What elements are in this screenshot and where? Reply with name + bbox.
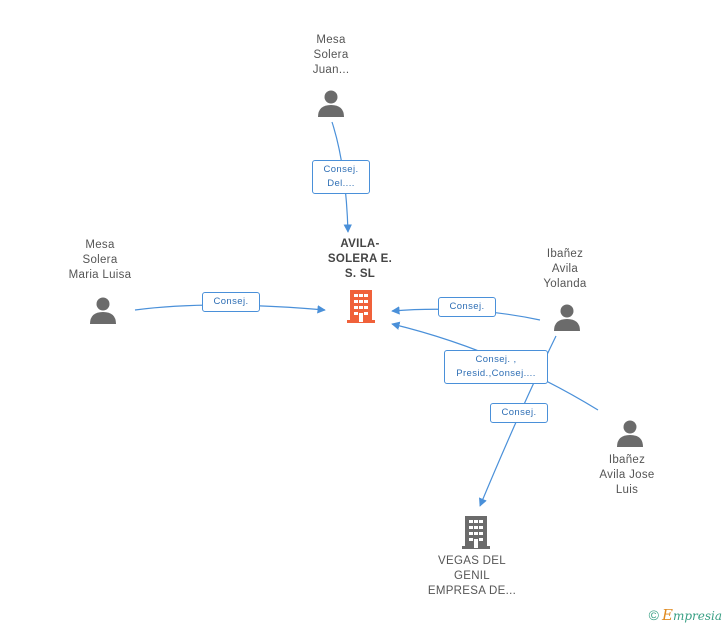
edge-label-maria-to-main[interactable]: Consej. [202, 292, 260, 312]
person-icon[interactable] [615, 418, 645, 448]
node-main-company[interactable]: AVILA- SOLERA E. S. SL [327, 238, 393, 280]
brand-logo: Empresia [661, 606, 722, 624]
edge-label-juan-to-main[interactable]: Consej. Del.... [312, 160, 370, 194]
node-mesa-solera-juan[interactable]: Mesa Solera Juan... [312, 34, 350, 76]
edge-label-jose-to-main[interactable]: Consej. , Presid.,Consej.... [444, 350, 548, 384]
edge-label-yolanda-to-main[interactable]: Consej. [438, 297, 496, 317]
person-icon[interactable] [552, 302, 582, 332]
node-ibanez-avila-yolanda[interactable]: Ibañez Avila Yolanda [543, 248, 587, 290]
footer-brand: ©Empresia [649, 606, 722, 624]
node-ibanez-avila-jose-luis[interactable]: Ibañez Avila Jose Luis [599, 454, 655, 496]
person-icon[interactable] [316, 88, 346, 118]
copyright-icon: © [648, 607, 659, 623]
building-icon[interactable] [346, 288, 376, 324]
person-icon[interactable] [88, 295, 118, 325]
node-mesa-solera-maria-luisa[interactable]: Mesa Solera Maria Luisa [68, 239, 132, 281]
edge-label-yolanda-to-vegas[interactable]: Consej. [490, 403, 548, 423]
node-vegas-del-genil[interactable]: VEGAS DEL GENIL EMPRESA DE... [427, 555, 517, 597]
building-icon[interactable] [461, 514, 491, 550]
